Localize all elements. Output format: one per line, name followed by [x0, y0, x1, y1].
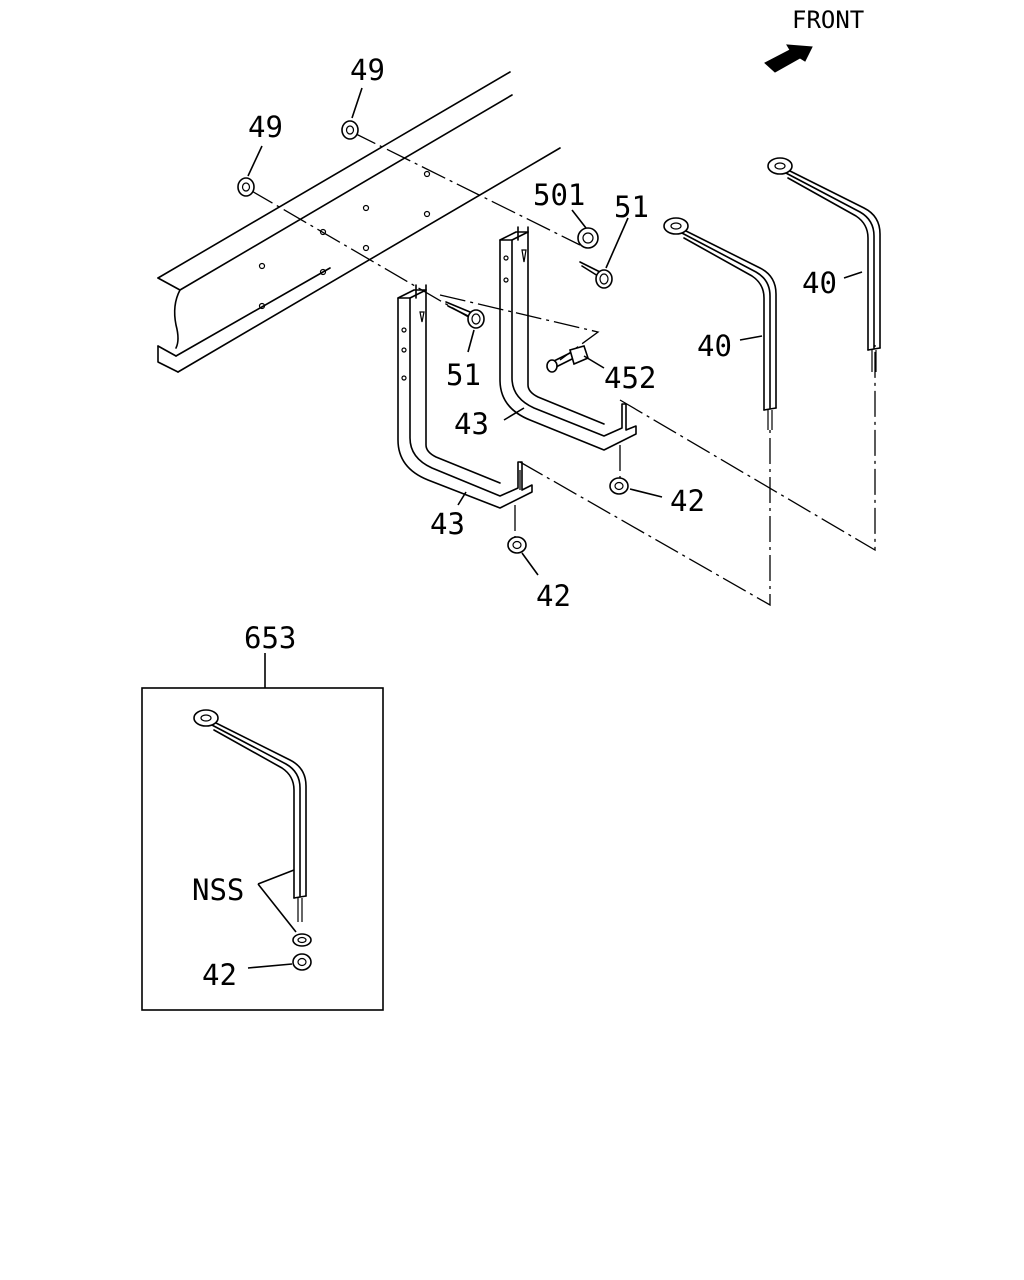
flange-nut-49-lower [237, 177, 255, 197]
flange-nut-49-upper [341, 120, 359, 140]
bolt-501 [577, 227, 599, 249]
callout-42-right: 42 [670, 484, 705, 518]
assembly-lines [249, 131, 876, 607]
bracket-43-right [499, 226, 637, 451]
callout-452: 452 [604, 361, 656, 395]
callout-42-left: 42 [536, 579, 571, 613]
callout-nss: NSS [192, 873, 244, 907]
callout-49-lower: 49 [248, 110, 283, 144]
strap-40-right [767, 157, 881, 372]
callout-51-right: 51 [614, 190, 649, 224]
callout-42-inset: 42 [202, 958, 237, 992]
leader-lines [247, 87, 863, 969]
callout-40-middle: 40 [697, 329, 732, 363]
inset-box-653 [141, 653, 384, 1011]
flange-nut-42-right [609, 477, 629, 495]
callout-51-left: 51 [446, 358, 481, 392]
bolt-51-right [579, 261, 613, 289]
strap-40-middle [663, 217, 777, 430]
flange-nut-42-left [507, 536, 527, 554]
bolt-51-left [445, 301, 485, 329]
front-label: FRONT [792, 6, 864, 34]
bracket-43-left [397, 284, 533, 509]
callout-40-right: 40 [802, 266, 837, 300]
frame-rail [157, 71, 561, 373]
front-arrow-icon [764, 44, 813, 73]
callout-43-left: 43 [430, 507, 465, 541]
callout-501: 501 [533, 178, 585, 212]
callout-653: 653 [244, 621, 296, 655]
callout-49-upper: 49 [350, 53, 385, 87]
stud-452 [546, 345, 589, 373]
callout-43-right: 43 [454, 407, 489, 441]
